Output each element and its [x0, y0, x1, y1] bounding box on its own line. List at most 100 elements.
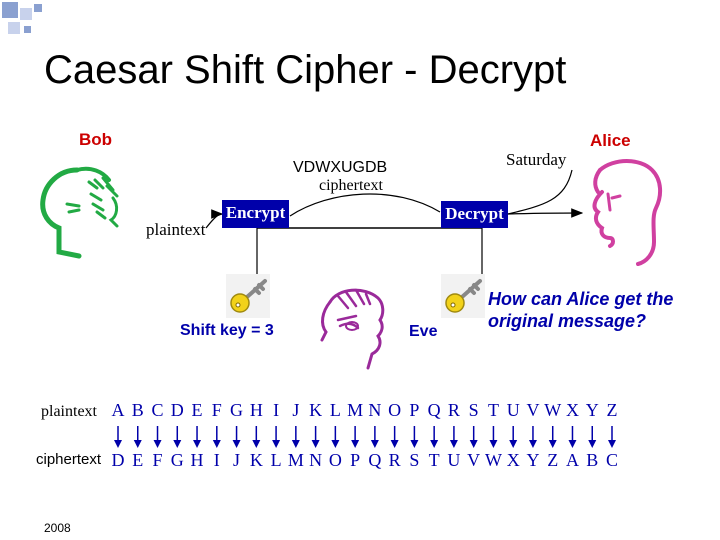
plaintext-letter: S — [468, 400, 479, 420]
mapping-arrow-head — [212, 440, 221, 448]
plaintext-label: plaintext — [146, 220, 206, 239]
ciphertext-letter: V — [467, 450, 481, 470]
ciphertext-letter: C — [605, 450, 618, 470]
plaintext-letter: I — [273, 400, 280, 420]
mapping-arrow-head — [568, 440, 577, 448]
ciphertext-letter: O — [328, 450, 342, 470]
mapping-arrow-head — [291, 440, 300, 448]
saturday-callout — [507, 169, 573, 215]
ciphertext-callout — [289, 193, 441, 217]
mapping-arrow-head — [608, 440, 616, 448]
plaintext-letter: W — [544, 400, 562, 420]
footer-year: 2008 — [44, 521, 71, 535]
plaintext-letter: B — [131, 400, 144, 420]
plaintext-letter: C — [151, 400, 164, 420]
ciphertext-letter: E — [132, 450, 144, 470]
bob-face-icon — [40, 166, 119, 259]
ciphertext-letter: L — [270, 450, 282, 470]
plaintext-letter: X — [565, 400, 579, 420]
plaintext-letter: P — [409, 400, 420, 420]
eve-label: Eve — [409, 323, 438, 340]
mapping-arrow-head — [370, 440, 379, 448]
ciphertext-letter: Y — [526, 450, 540, 470]
plaintext-letter: K — [309, 400, 323, 420]
ciphertext-letter: S — [409, 450, 420, 470]
decrypt-box: Decrypt — [441, 201, 508, 228]
bob-label: Bob — [79, 130, 113, 149]
ciphertext-word: VDWXUGDB — [293, 159, 388, 176]
key-icon — [441, 274, 485, 318]
ciphertext-letter: P — [350, 450, 361, 470]
mapping-arrow-head — [509, 440, 518, 448]
mapping-arrow-head — [173, 440, 182, 448]
plaintext-letter: N — [368, 400, 382, 420]
mapping-arrow-head — [133, 440, 142, 448]
page-title: Caesar Shift Cipher - Decrypt — [44, 48, 567, 92]
ciphertext-letter: J — [233, 450, 241, 470]
plaintext-letter: V — [526, 400, 540, 420]
mapping-arrow-head — [311, 440, 320, 448]
ciphertext-letter: F — [152, 450, 163, 470]
ciphertext-label: ciphertext — [319, 177, 383, 194]
mapping-arrow-head — [153, 440, 162, 448]
plaintext-letter: Q — [427, 400, 441, 420]
mapping-arrow-head — [232, 440, 241, 448]
ciphertext-letter: G — [170, 450, 184, 470]
mapping-arrow-head — [351, 440, 360, 448]
ciphertext-letter: W — [484, 450, 502, 470]
ciphertext-letter: K — [249, 450, 263, 470]
ciphertext-letter: B — [586, 450, 599, 470]
mapping-arrow-head — [449, 440, 458, 448]
mapping-arrow-head — [430, 440, 439, 448]
mapping-arrow-head — [469, 440, 478, 448]
decrypted-word: Saturday — [506, 150, 567, 169]
plaintext-letter: Y — [585, 400, 599, 420]
plaintext-letter: L — [329, 400, 341, 420]
ciphertext-letter: U — [447, 450, 461, 470]
plaintext-letter: Z — [606, 400, 618, 420]
plaintext-letter: O — [388, 400, 402, 420]
mapping-arrow-head — [331, 440, 340, 448]
ciphertext-letter: T — [428, 450, 440, 470]
mapping-arrow-head — [410, 440, 419, 448]
shift-key-label: Shift key = 3 — [180, 322, 274, 339]
mapping-arrow-head — [252, 440, 261, 448]
question-text: How can Alice get the original message? — [488, 289, 674, 331]
plaintext-letter: H — [249, 400, 263, 420]
key-icon — [226, 274, 270, 318]
eve-face-icon — [320, 288, 385, 370]
mapping-plaintext-label: plaintext — [41, 403, 97, 420]
alice-face-icon — [592, 159, 663, 266]
mapping-arrow-head — [272, 440, 281, 448]
decrypt-to-alice-arrow — [507, 208, 584, 218]
mapping-arrow-head — [390, 440, 399, 448]
ciphertext-letter: H — [190, 450, 204, 470]
plaintext-letter: R — [447, 400, 460, 420]
ciphertext-letter: I — [213, 450, 220, 470]
corner-squares-icon — [0, 0, 60, 40]
ciphertext-letter: A — [565, 450, 579, 470]
mapping-arrow-head — [528, 440, 537, 448]
mapping-ciphertext-label: ciphertext — [36, 451, 102, 468]
plaintext-arrow — [205, 209, 224, 229]
ciphertext-letter: X — [506, 450, 520, 470]
plaintext-letter: D — [170, 400, 184, 420]
mapping-arrow-head — [588, 440, 597, 448]
encrypt-box: Encrypt — [222, 200, 289, 228]
plaintext-letter: A — [111, 400, 125, 420]
ciphertext-letter: D — [111, 450, 125, 470]
plaintext-letter: M — [347, 400, 364, 420]
mapping-arrows — [114, 426, 616, 448]
plaintext-letter: F — [211, 400, 222, 420]
plaintext-letter: E — [191, 400, 203, 420]
plaintext-letter: U — [506, 400, 520, 420]
mapping-arrow-head — [489, 440, 498, 448]
plaintext-letter: T — [487, 400, 499, 420]
ciphertext-letter: N — [309, 450, 323, 470]
ciphertext-letter: R — [388, 450, 401, 470]
alice-label: Alice — [590, 131, 631, 150]
ciphertext-letter: Z — [547, 450, 559, 470]
